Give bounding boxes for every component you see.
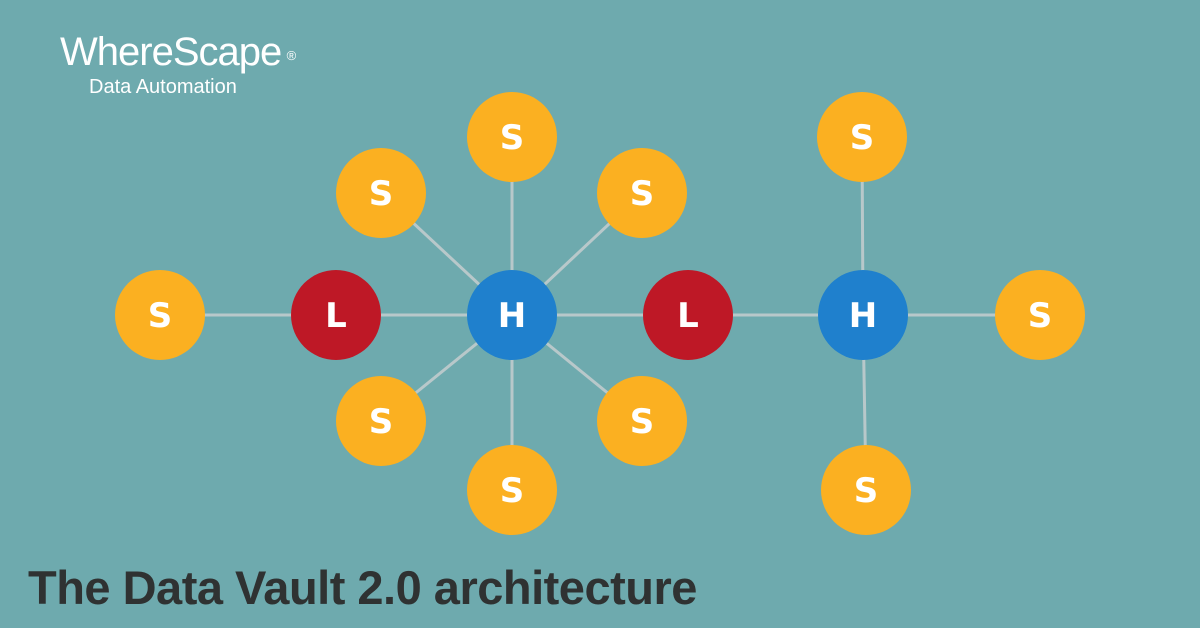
satellite-node: S xyxy=(336,148,426,238)
link-node: L xyxy=(643,270,733,360)
hub-circle xyxy=(467,270,557,360)
satellite-label: S xyxy=(630,402,655,442)
hub-node: H xyxy=(818,270,908,360)
link-label: L xyxy=(677,296,699,336)
link-node: L xyxy=(291,270,381,360)
registered-mark: ® xyxy=(286,48,297,63)
satellite-circle xyxy=(821,445,911,535)
satellite-circle xyxy=(817,92,907,182)
satellite-label: S xyxy=(850,118,875,158)
satellite-node: S xyxy=(336,376,426,466)
satellite-label: S xyxy=(369,174,394,214)
satellite-node: S xyxy=(817,92,907,182)
logo-tagline: Data Automation xyxy=(89,76,237,98)
satellite-circle xyxy=(597,148,687,238)
satellite-circle xyxy=(995,270,1085,360)
hub-label: H xyxy=(849,296,877,336)
wherescape-logo: WhereScape® Data Automation xyxy=(60,30,296,99)
satellite-label: S xyxy=(630,174,655,214)
page-title: The Data Vault 2.0 architecture xyxy=(28,561,697,614)
satellite-label: S xyxy=(1028,296,1053,336)
hub-circle xyxy=(818,270,908,360)
logo-brand: WhereScape® xyxy=(60,30,296,74)
satellite-circle xyxy=(336,148,426,238)
satellite-label: S xyxy=(854,471,879,511)
satellite-label: S xyxy=(500,118,525,158)
satellite-label: S xyxy=(369,402,394,442)
link-circle xyxy=(291,270,381,360)
satellite-circle xyxy=(467,92,557,182)
link-circle xyxy=(643,270,733,360)
satellite-node: S xyxy=(821,445,911,535)
satellite-label: S xyxy=(148,296,173,336)
satellite-node: S xyxy=(597,376,687,466)
hub-node: H xyxy=(467,270,557,360)
satellite-label: S xyxy=(500,471,525,511)
satellite-circle xyxy=(115,270,205,360)
satellite-circle xyxy=(467,445,557,535)
satellite-circle xyxy=(597,376,687,466)
link-label: L xyxy=(325,296,347,336)
satellite-node: S xyxy=(597,148,687,238)
satellite-node: S xyxy=(467,92,557,182)
satellite-node: S xyxy=(467,445,557,535)
satellite-node: S xyxy=(115,270,205,360)
satellite-circle xyxy=(336,376,426,466)
satellite-node: S xyxy=(995,270,1085,360)
hub-label: H xyxy=(498,296,526,336)
